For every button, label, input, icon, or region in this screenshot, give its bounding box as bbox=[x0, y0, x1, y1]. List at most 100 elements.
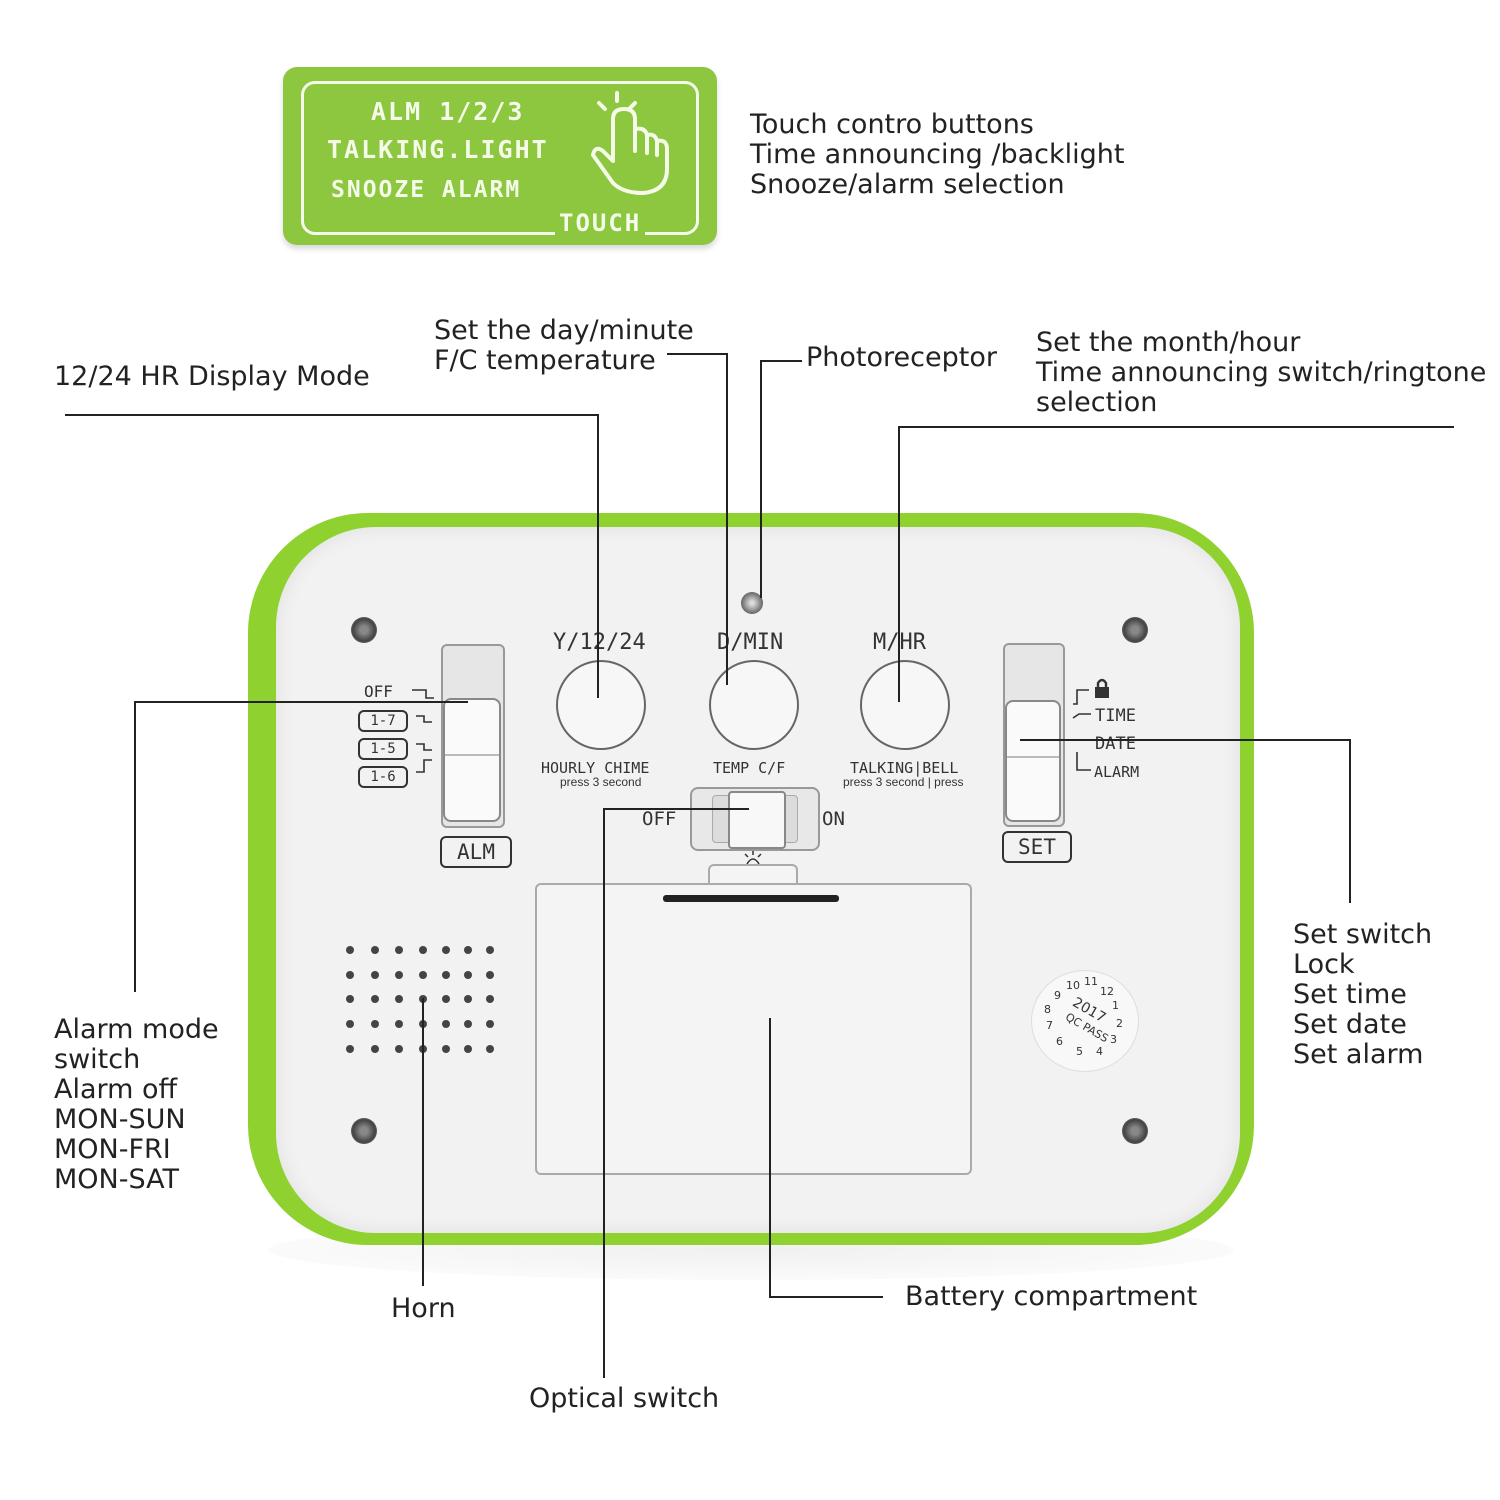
stamp-month: 6 bbox=[1056, 1035, 1063, 1048]
stamp-month: 1 bbox=[1112, 999, 1119, 1012]
stamp-month: 7 bbox=[1046, 1019, 1053, 1032]
alm-option-1-5: 1-5 bbox=[358, 738, 408, 760]
callout-line: Set date bbox=[1293, 1009, 1407, 1040]
photoreceptor-sensor bbox=[741, 592, 763, 614]
leader-line bbox=[667, 353, 728, 355]
touch-line-touch: TOUCH bbox=[555, 209, 646, 237]
stamp-month: 12 bbox=[1100, 985, 1114, 998]
callout-display-mode: 12/24 HR Display Mode bbox=[54, 361, 370, 392]
y-12-24-button[interactable] bbox=[556, 660, 646, 750]
alm-switch-label: ALM bbox=[440, 836, 512, 868]
screw-icon bbox=[351, 617, 377, 643]
stamp-month: 5 bbox=[1076, 1045, 1083, 1058]
screw-icon bbox=[1122, 617, 1148, 643]
battery-compartment-cover[interactable] bbox=[535, 883, 972, 1175]
touch-line-snooze: SNOOZE ALARM bbox=[331, 177, 522, 203]
callout-set-switch: Set switch Lock Set time Set date Set al… bbox=[1293, 920, 1432, 1070]
leader-line bbox=[134, 701, 468, 703]
callout-line: MON-SAT bbox=[54, 1164, 179, 1195]
stamp-month: 2 bbox=[1116, 1017, 1123, 1030]
callout-line: Set switch bbox=[1293, 919, 1433, 950]
callout-horn: Horn bbox=[391, 1293, 456, 1324]
touch-caption-line: Snooze/alarm selection bbox=[750, 169, 1065, 200]
leader-line bbox=[65, 414, 599, 416]
screw-icon bbox=[1122, 1118, 1148, 1144]
leader-line bbox=[134, 701, 136, 992]
callout-line: Set time bbox=[1293, 979, 1407, 1010]
touch-caption: Touch contro buttons Time announcing /ba… bbox=[750, 110, 1124, 200]
stamp-month: 3 bbox=[1110, 1033, 1117, 1046]
d-button-label: D/MIN bbox=[717, 630, 784, 655]
optical-on-label: ON bbox=[822, 808, 845, 830]
leader-line bbox=[769, 1296, 883, 1298]
leader-line bbox=[1349, 739, 1351, 903]
touch-panel: ALM 1/2/3 TALKING.LIGHT SNOOZE ALARM TOU… bbox=[283, 67, 717, 245]
stamp-month: 8 bbox=[1044, 1003, 1051, 1016]
alm-option-1-6: 1-6 bbox=[358, 766, 408, 788]
touch-line-alm: ALM 1/2/3 bbox=[371, 97, 525, 126]
leader-line bbox=[1020, 739, 1351, 741]
touch-panel-border bbox=[301, 81, 699, 235]
screw-icon bbox=[351, 1118, 377, 1144]
alm-option-ticks bbox=[412, 689, 434, 773]
set-option-date: DATE bbox=[1095, 734, 1136, 754]
light-icon bbox=[744, 851, 762, 865]
stamp-month: 9 bbox=[1054, 989, 1061, 1002]
set-option-alarm: ALARM bbox=[1094, 763, 1140, 781]
alm-option-1-7: 1-7 bbox=[358, 710, 408, 732]
callout-line: Set alarm bbox=[1293, 1039, 1424, 1070]
leader-line bbox=[760, 360, 762, 598]
stamp-month: 11 bbox=[1084, 975, 1098, 988]
touch-line-talking: TALKING.LIGHT bbox=[327, 135, 549, 164]
touch-hand-icon bbox=[591, 91, 669, 195]
callout-optical: Optical switch bbox=[529, 1383, 720, 1414]
callout-line: Alarm off bbox=[54, 1074, 178, 1105]
d-min-button[interactable] bbox=[709, 660, 799, 750]
stamp-month: 4 bbox=[1096, 1045, 1103, 1058]
leader-line bbox=[603, 808, 605, 1378]
callout-line: MON-FRI bbox=[54, 1134, 171, 1165]
set-option-time: TIME bbox=[1095, 706, 1136, 726]
leader-line bbox=[898, 426, 900, 702]
callout-line: Set the day/minute bbox=[434, 315, 694, 346]
m-press-label: press 3 second | press bbox=[843, 775, 964, 789]
callout-line: switch bbox=[54, 1044, 141, 1075]
leader-line bbox=[760, 360, 802, 362]
touch-caption-line: Time announcing /backlight bbox=[750, 139, 1125, 170]
optical-off-label: OFF bbox=[642, 808, 677, 830]
y-button-label: Y/12/24 bbox=[553, 630, 646, 655]
speaker-grille bbox=[340, 940, 500, 1060]
leader-line bbox=[422, 998, 424, 1286]
touch-caption-line: Touch contro buttons bbox=[750, 109, 1034, 140]
temp-label: TEMP C/F bbox=[713, 759, 786, 777]
leader-line bbox=[769, 1018, 771, 1298]
callout-photoreceptor: Photoreceptor bbox=[806, 342, 997, 373]
set-switch-label: SET bbox=[1002, 831, 1072, 863]
callout-line: F/C temperature bbox=[434, 345, 656, 376]
alm-switch-slider[interactable] bbox=[443, 698, 501, 822]
talking-bell-label: TALKING|BELL bbox=[850, 759, 959, 777]
set-switch-slider[interactable] bbox=[1005, 700, 1061, 822]
lock-icon bbox=[1095, 678, 1109, 698]
callout-line: Alarm mode bbox=[54, 1014, 219, 1045]
leader-line bbox=[726, 353, 728, 685]
callout-line: Lock bbox=[1293, 949, 1355, 980]
callout-alarm-mode: Alarm mode switch Alarm off MON-SUN MON-… bbox=[54, 1015, 219, 1195]
optical-switch-track bbox=[690, 787, 820, 851]
hourly-chime-label: HOURLY CHIME bbox=[541, 759, 650, 777]
leader-line bbox=[603, 808, 749, 810]
alm-option-off: OFF bbox=[364, 682, 393, 701]
y-press-label: press 3 second bbox=[560, 775, 642, 789]
callout-month-hour: Set the month/hour Time announcing switc… bbox=[1036, 328, 1486, 418]
callout-line: Time announcing switch/ringtone bbox=[1036, 357, 1487, 388]
qc-pass-stamp: 10 11 12 1 2 3 4 5 6 7 8 9 2017 QC PASS bbox=[1031, 970, 1139, 1072]
m-hr-button[interactable] bbox=[860, 660, 950, 750]
optical-switch-slider[interactable] bbox=[728, 791, 786, 849]
callout-battery: Battery compartment bbox=[905, 1281, 1198, 1312]
callout-line: Set the month/hour bbox=[1036, 327, 1301, 358]
callout-line: MON-SUN bbox=[54, 1104, 186, 1135]
stamp-month: 10 bbox=[1066, 979, 1080, 992]
leader-line bbox=[898, 426, 1454, 428]
leader-line bbox=[597, 414, 599, 698]
callout-day-minute: Set the day/minute F/C temperature bbox=[434, 316, 694, 376]
